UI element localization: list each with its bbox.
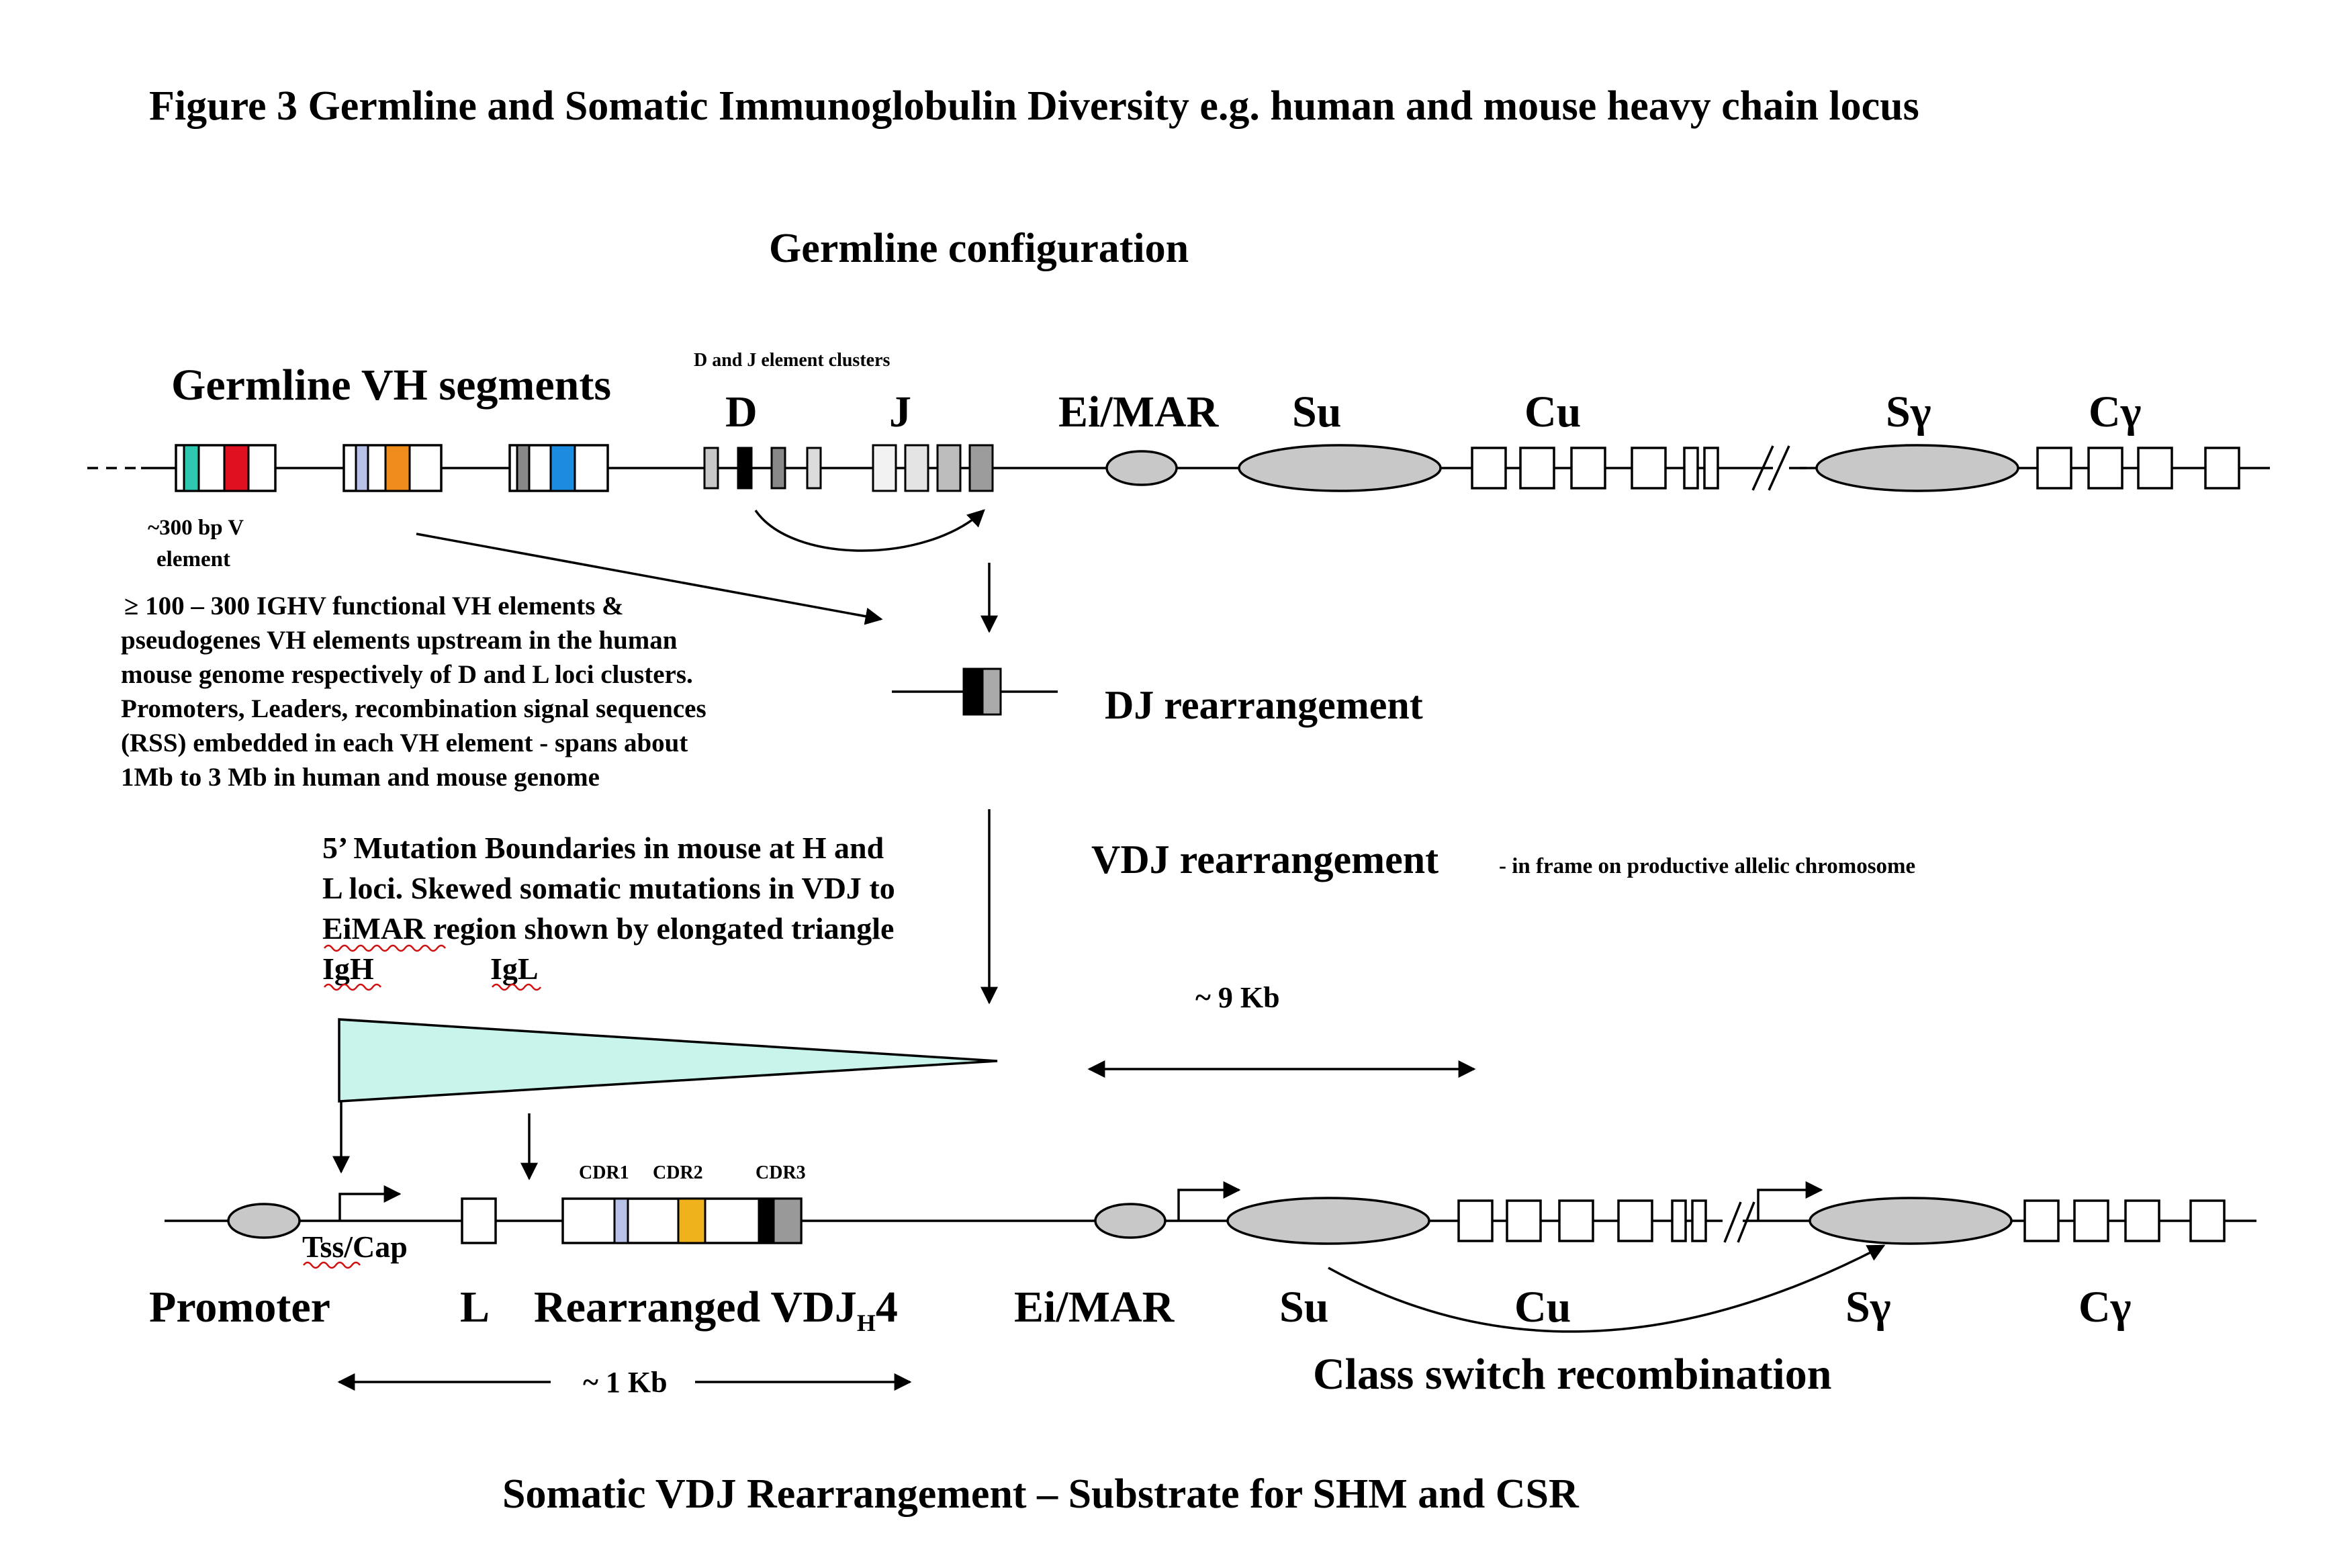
germline-j-label: J: [889, 387, 911, 436]
vh1-band: [223, 444, 250, 492]
cdr2-label: CDR2: [653, 1162, 703, 1183]
vh-note-line-4: Promoters, Leaders, recombination signal…: [121, 694, 706, 723]
germline-d-label: D: [725, 387, 758, 436]
germline-su-switch-region: [1238, 444, 1442, 492]
rearranged-eimar-label: Ei/MAR: [1014, 1283, 1175, 1332]
vh3-stripe: [516, 444, 531, 492]
germline-heading: Germline configuration: [769, 226, 1189, 271]
igh-label: IgH: [322, 952, 374, 986]
vh-note-line-2: pseudogenes VH elements upstream in the …: [121, 626, 678, 655]
germline-locus: [87, 444, 2270, 552]
rearranged-sgamma-label: Sγ: [1845, 1283, 1891, 1332]
rearranged-sgamma-switch-region: [1809, 1197, 2013, 1245]
tss-arrow: [338, 1185, 402, 1221]
mutation-note: 5’ Mutation Boundaries in mouse at H and…: [322, 831, 895, 952]
germline-sgamma-label: Sγ: [1886, 387, 1931, 436]
vh-note-line-6: 1Mb to 3 Mb in human and mouse genome: [121, 763, 600, 792]
vh-note-line-1: ≥ 100 – 300 IGHV functional VH elements …: [124, 592, 624, 620]
germline-eimar-label: Ei/MAR: [1058, 387, 1220, 436]
germline-cu-label: Cu: [1524, 387, 1581, 436]
scale-9kb-label: ~ 9 Kb: [1195, 981, 1280, 1014]
figure-title: Figure 3 Germline and Somatic Immunoglob…: [149, 83, 1919, 129]
rearranged-cgamma-label: Cγ: [2079, 1283, 2132, 1332]
mutation-note-line-3: EiMAR region shown by elongated triangle: [322, 911, 894, 946]
cdr2-band: [677, 1197, 706, 1244]
rearranged-cu-exons: [1457, 1199, 1707, 1242]
su-germline-transcript-arrow: [1177, 1181, 1241, 1221]
j-element-cluster: [872, 444, 994, 492]
mutation-note-line-2: L loci. Skewed somatic mutations in VDJ …: [322, 871, 895, 905]
dj-joining-arrow: [754, 509, 985, 552]
germline-vh-label: Germline VH segments: [171, 361, 611, 410]
germline-cu-exons: [1471, 447, 1719, 490]
vh-segment-3: [508, 444, 609, 492]
rearranged-vdj-exon: [561, 1197, 803, 1244]
vh1-stripe: [183, 444, 200, 492]
dj-rearrangement-label: DJ rearrangement: [1105, 683, 1423, 727]
vh-note-line-5: (RSS) embedded in each VH element - span…: [121, 729, 688, 757]
germline-su-label: Su: [1292, 387, 1341, 436]
vh-note-line-3: mouse genome respectively of D and L loc…: [121, 660, 693, 689]
promoter-element: [227, 1203, 301, 1239]
leader-exon: [461, 1197, 497, 1244]
germline-sgamma-switch-region: [1815, 444, 2019, 492]
cdr1-band: [613, 1197, 629, 1244]
vh2-band: [384, 444, 411, 492]
germline-cgamma-label: Cγ: [2089, 387, 2142, 436]
rearranged-cu-label: Cu: [1514, 1283, 1571, 1332]
vh3-band: [549, 444, 576, 492]
cdr3-label: CDR3: [756, 1162, 806, 1183]
v-size-line-2: element: [156, 547, 230, 571]
d-element-cluster: [703, 447, 822, 490]
dj-clusters-label: D and J element clusters: [694, 350, 890, 371]
rearranged-break-marks: [1723, 1201, 1755, 1243]
figure-footer: Somatic VDJ Rearrangement – Substrate fo…: [502, 1471, 1580, 1517]
germline-eimar-enhancer: [1105, 450, 1178, 486]
rearranged-su-switch-region: [1226, 1197, 1430, 1245]
vdj-rearrangement-label: VDJ rearrangement: [1091, 837, 1438, 882]
dj-rearranged-segment: [892, 667, 1058, 716]
vh2-stripe: [355, 444, 369, 492]
cdr3-band: [758, 1197, 775, 1244]
promoter-label: Promoter: [149, 1283, 330, 1332]
germline-break-marks: [1751, 445, 1807, 491]
rearranged-cgamma-exons: [2023, 1199, 2226, 1242]
vdj-rearrangement-note: - in frame on productive allelic chromos…: [1499, 854, 1915, 878]
germline-cgamma-exons: [2036, 447, 2240, 490]
class-switch-arrow: [1328, 1244, 1886, 1333]
j-segment-band: [772, 1197, 803, 1244]
scale-1kb-label: ~ 1 Kb: [583, 1366, 668, 1399]
rearranged-vdj-label: Rearranged VDJH4: [534, 1283, 898, 1336]
igl-label: IgL: [490, 952, 539, 986]
vh-note: ≥ 100 – 300 IGHV functional VH elements …: [121, 592, 706, 792]
vh-segment-1: [175, 444, 277, 492]
class-switch-label: Class switch recombination: [1313, 1350, 1831, 1399]
leader-label: L: [460, 1283, 490, 1332]
v-size-line-1: ~300 bp V: [148, 516, 244, 540]
tss-spell-underline: [303, 1261, 361, 1269]
cdr1-label: CDR1: [579, 1162, 629, 1183]
rearranged-eimar-enhancer: [1094, 1203, 1167, 1239]
eimar-spell-underline: [324, 944, 446, 952]
sgamma-germline-transcript-arrow: [1757, 1181, 1823, 1221]
somatic-mutation-triangle: [338, 1018, 998, 1103]
rearranged-locus: [165, 1181, 2256, 1333]
vh-to-dj-arrow: [416, 533, 883, 625]
rearranged-su-label: Su: [1279, 1283, 1328, 1332]
tss-label: Tss/Cap: [302, 1230, 408, 1264]
igl-spell-underline: [492, 983, 541, 991]
vh-segment-2: [342, 444, 443, 492]
mutation-note-line-1: 5’ Mutation Boundaries in mouse at H and: [322, 831, 884, 865]
igh-spell-underline: [324, 983, 381, 991]
